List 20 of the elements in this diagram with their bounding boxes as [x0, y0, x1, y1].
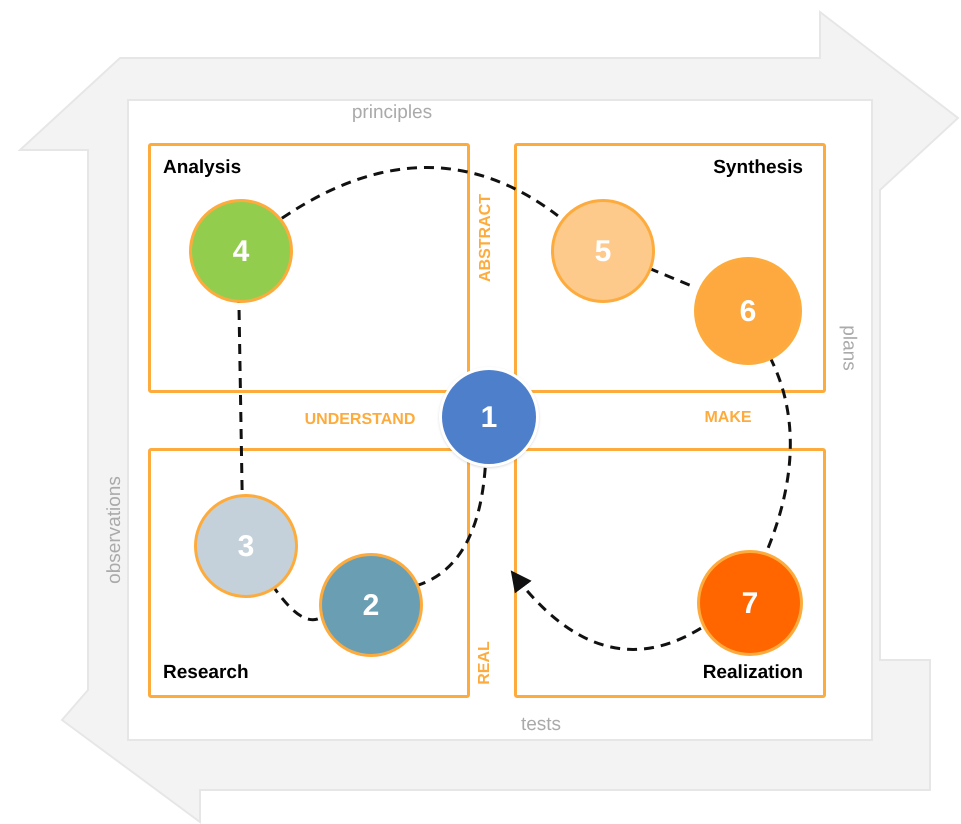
axis-label: principles — [352, 100, 432, 125]
axis-label: observations — [102, 476, 126, 584]
axis-label: tests — [520, 712, 562, 737]
quadrant-title: Analysis — [163, 156, 242, 180]
axis-label: plans — [837, 325, 860, 371]
quadrant-title: Research — [163, 660, 249, 684]
dashed-connector — [281, 166, 559, 220]
quadrant-box — [514, 143, 826, 393]
quadrant-box — [148, 448, 470, 698]
quadrant-box — [148, 143, 470, 393]
axis-label: UNDERSTAND — [304, 410, 416, 430]
quadrant-title: Synthesis — [713, 156, 803, 180]
dashed-arrow — [510, 570, 702, 651]
axis-label: REAL — [475, 641, 494, 685]
dashed-connector — [272, 586, 318, 622]
quadrant-box — [514, 448, 826, 698]
axis-label: MAKE — [704, 408, 752, 428]
axis-label: ABSTRACT — [476, 194, 495, 282]
quadrant-title: Realization — [702, 660, 803, 684]
dashed-connector — [418, 468, 487, 586]
